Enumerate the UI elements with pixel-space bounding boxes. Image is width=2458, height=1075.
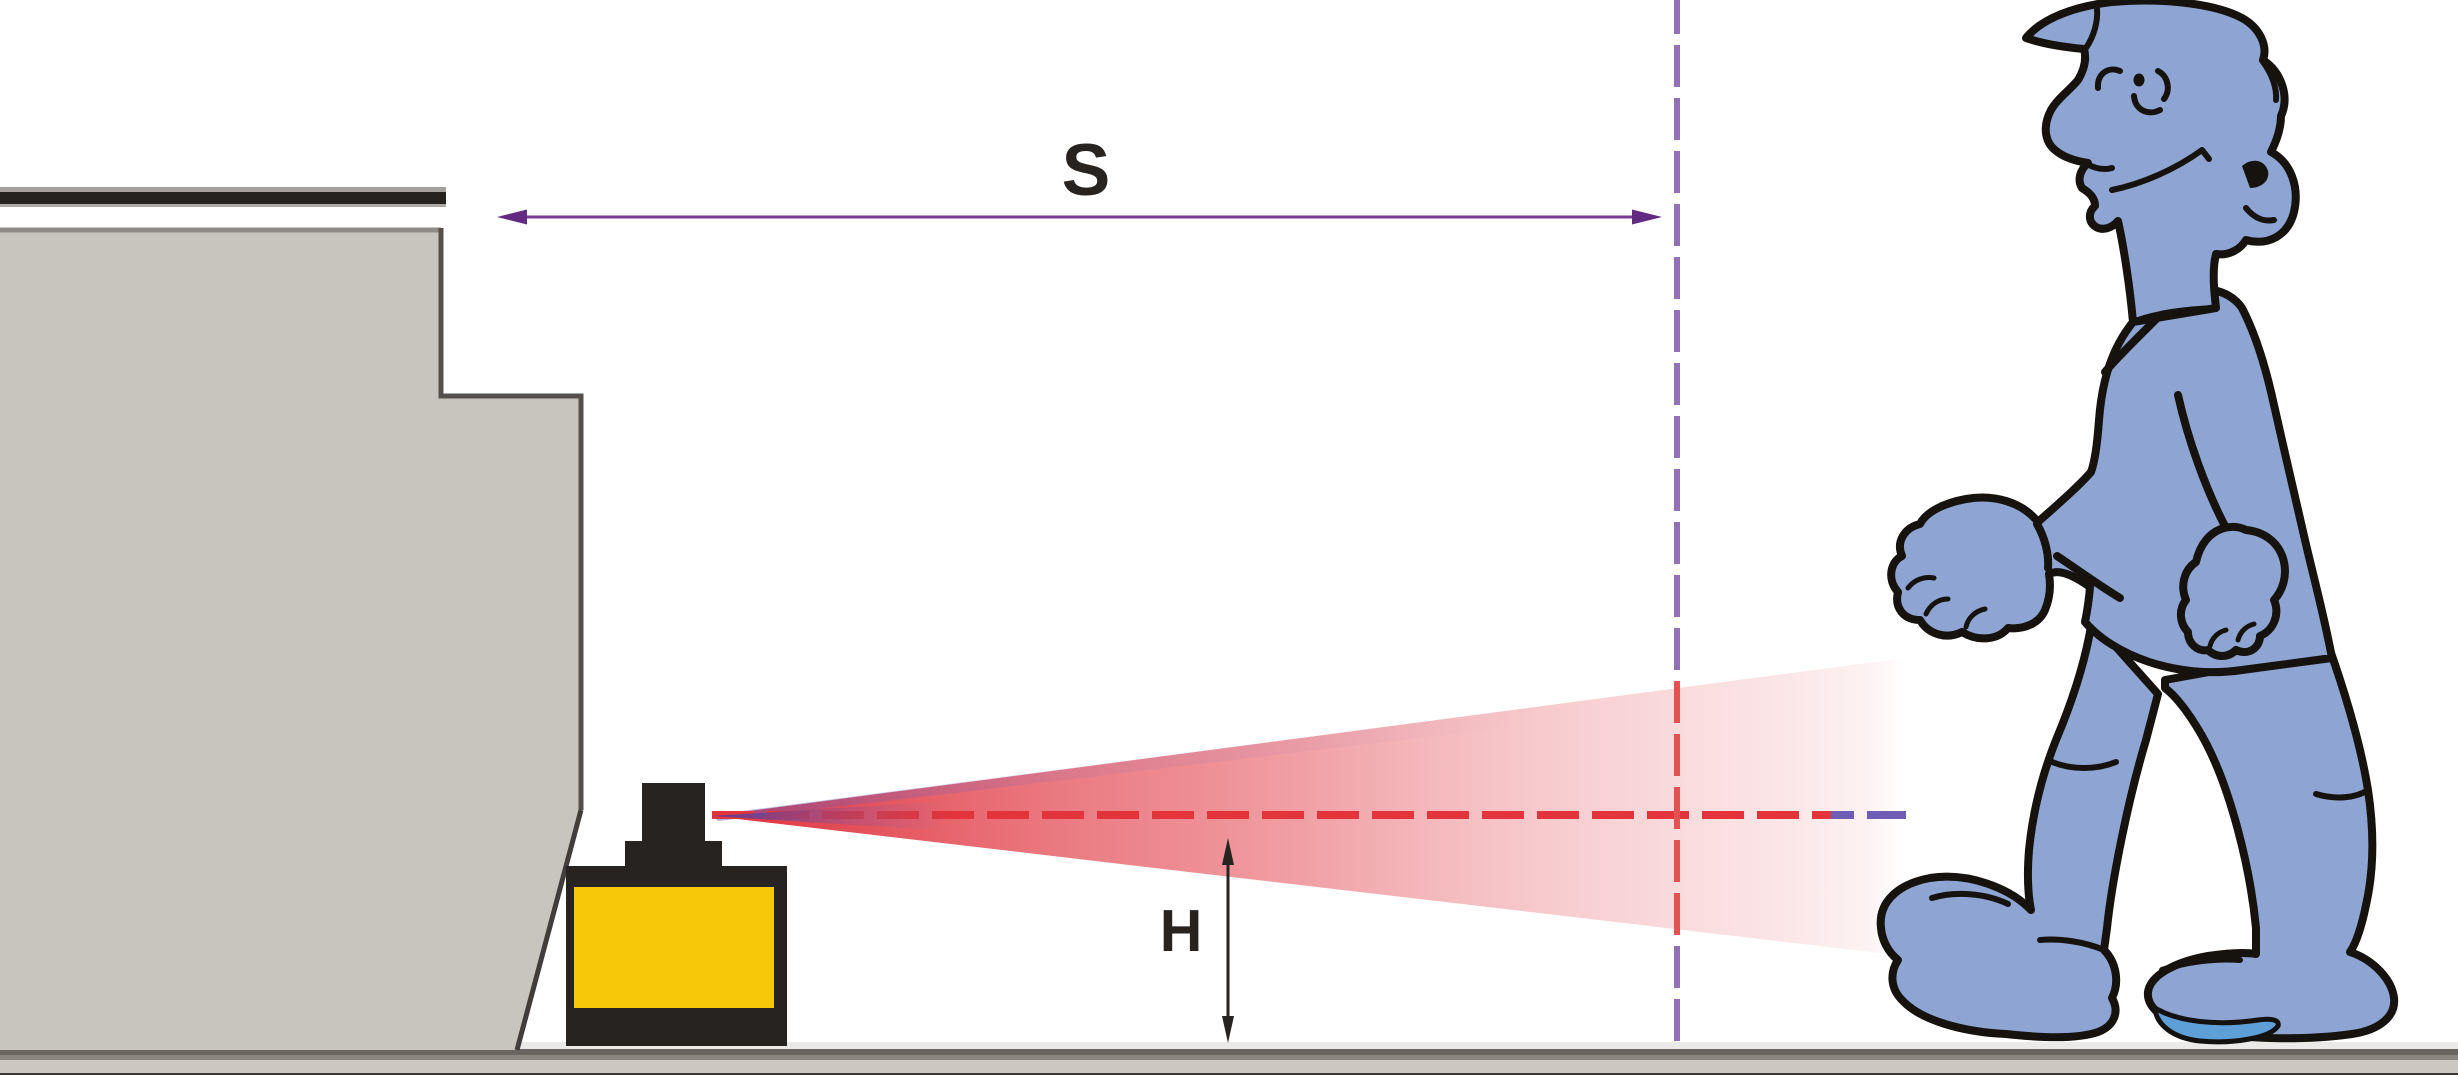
svg-text:S: S xyxy=(1062,130,1111,211)
svg-text:H: H xyxy=(1160,898,1203,964)
